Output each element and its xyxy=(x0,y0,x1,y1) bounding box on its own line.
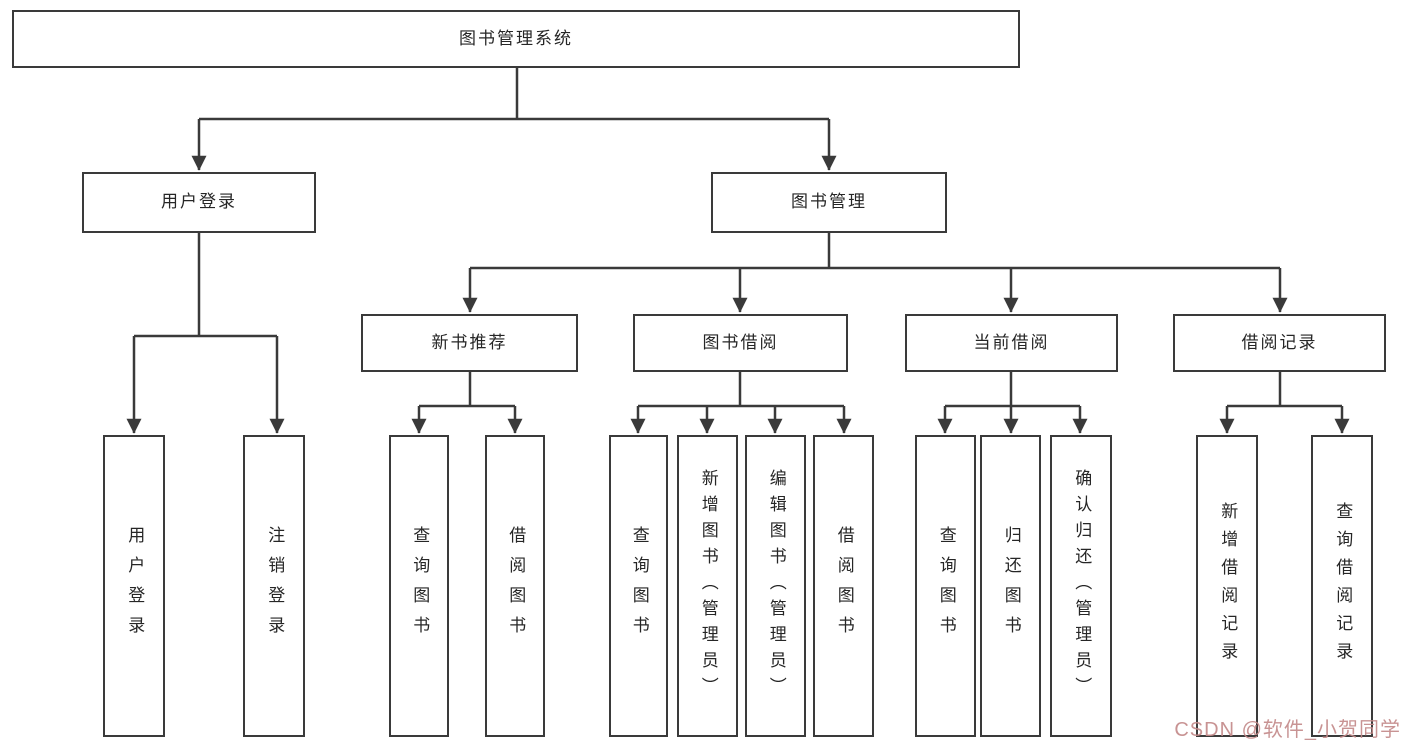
node-label: 新增图书（管理员） xyxy=(698,469,718,703)
node-user-login: 用户登录 xyxy=(82,172,316,233)
node-label: 用户登录 xyxy=(161,192,237,212)
node-label: 借阅记录 xyxy=(1241,332,1318,352)
node-label: 新增借阅记录 xyxy=(1218,502,1238,670)
node-label: 查询图书 xyxy=(629,526,649,646)
leaf-borrow-books-recommend: 借阅图书 xyxy=(485,435,545,737)
node-label: 查询图书 xyxy=(410,526,430,646)
node-label: 查询借阅记录 xyxy=(1333,502,1353,670)
leaf-logout: 注销登录 xyxy=(243,435,305,737)
node-label: 注销登录 xyxy=(265,526,285,646)
leaf-query-borrow-record: 查询借阅记录 xyxy=(1311,435,1373,737)
leaf-query-books-recommend: 查询图书 xyxy=(389,435,449,737)
node-label: 当前借阅 xyxy=(973,332,1050,352)
leaf-edit-book-admin: 编辑图书（管理员） xyxy=(745,435,806,737)
leaf-user-login: 用户登录 xyxy=(103,435,165,737)
node-label: 图书管理系统 xyxy=(459,28,573,48)
node-current-borrowing: 当前借阅 xyxy=(905,314,1118,372)
leaf-confirm-return-admin: 确认归还（管理员） xyxy=(1050,435,1112,737)
node-book-management: 图书管理 xyxy=(711,172,947,233)
node-label: 用户登录 xyxy=(125,526,145,646)
csdn-watermark: CSDN @软件_小贺同学 xyxy=(1174,719,1401,741)
node-label: 新书推荐 xyxy=(431,332,508,352)
leaf-add-book-admin: 新增图书（管理员） xyxy=(677,435,738,737)
leaf-add-borrow-record: 新增借阅记录 xyxy=(1196,435,1258,737)
leaf-query-books-borrowing: 查询图书 xyxy=(609,435,668,737)
node-label: 确认归还（管理员） xyxy=(1072,469,1092,703)
node-label: 图书管理 xyxy=(791,192,867,212)
node-label: 查询图书 xyxy=(936,526,956,646)
node-book-borrowing: 图书借阅 xyxy=(633,314,848,372)
node-new-book-recommendation: 新书推荐 xyxy=(361,314,578,372)
node-label: 图书借阅 xyxy=(702,332,779,352)
leaf-query-books-current: 查询图书 xyxy=(915,435,976,737)
node-label: 编辑图书（管理员） xyxy=(766,469,786,703)
leaf-return-books: 归还图书 xyxy=(980,435,1041,737)
node-label: 借阅图书 xyxy=(834,526,854,646)
node-library-management-system: 图书管理系统 xyxy=(12,10,1020,68)
node-borrowing-records: 借阅记录 xyxy=(1173,314,1386,372)
node-label: 借阅图书 xyxy=(506,526,526,646)
node-label: 归还图书 xyxy=(1001,526,1021,646)
leaf-borrow-books-borrowing: 借阅图书 xyxy=(813,435,874,737)
